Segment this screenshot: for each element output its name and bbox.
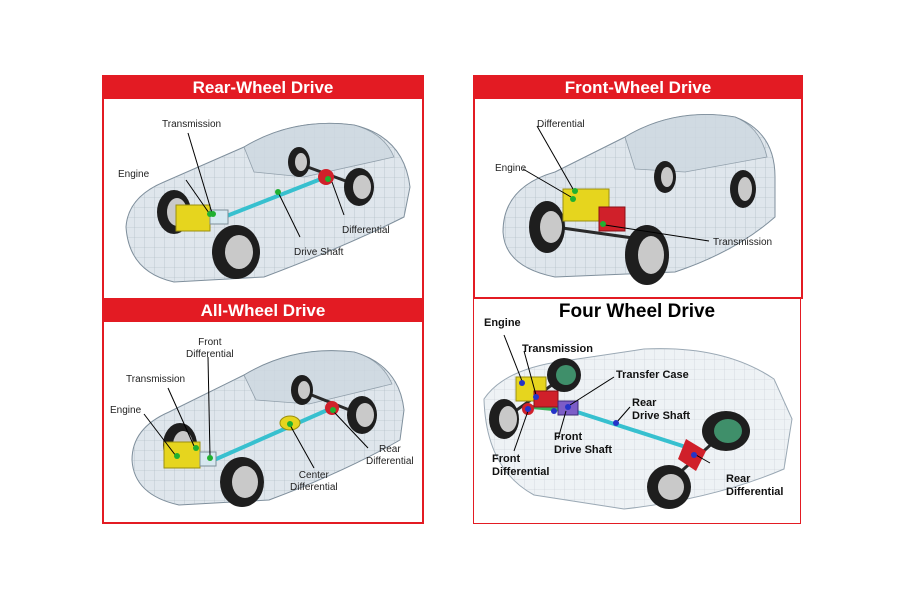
rwd-label-transmission: Transmission: [162, 119, 222, 130]
rwd-car-glass: [243, 122, 395, 178]
awd-label-engine: Engine: [110, 405, 142, 416]
fourwd-label-rear-differential: Rear Differential: [726, 473, 784, 498]
awd-wheel-rear-left: [291, 375, 313, 405]
all-wheel-drive-panel: All-Wheel Drive: [102, 298, 424, 524]
fourwd-label-transmission: Transmission: [522, 343, 593, 355]
rwd-label-differential: Differential: [342, 225, 390, 236]
front-wheel-drive-title: Front-Wheel Drive: [475, 77, 801, 99]
fourwd-label-front-differential: Front Differential: [492, 453, 550, 478]
four-wheel-drive-title: Four Wheel Drive: [558, 301, 716, 322]
four-wheel-drive-panel: Four Wheel Drive: [473, 298, 801, 524]
rwd-engine: [175, 204, 211, 232]
fwd-wheel-front-left: [529, 201, 565, 253]
awd-label-center-differential: Center Differential: [290, 470, 338, 493]
rear-wheel-drive-title: Rear-Wheel Drive: [104, 77, 422, 99]
fwd-wheel-rear-right: [730, 170, 756, 208]
rwd-label-engine: Engine: [118, 169, 150, 180]
fourwd-wheel-rear-left: [647, 465, 691, 509]
rwd-wheel-front-right: [212, 225, 260, 279]
awd-wheel-front-right: [220, 457, 264, 507]
awd-drive-shaft: [213, 406, 333, 462]
awd-wheel-rear-right: [347, 396, 377, 434]
awd-label-front-differential: Front Differential: [186, 337, 234, 360]
fourwd-label-rear-drive-shaft: Rear Drive Shaft: [632, 397, 691, 422]
rwd-label-drive-shaft: Drive Shaft: [294, 247, 344, 258]
fwd-wheel-front-right: [625, 225, 669, 285]
fwd-label-transmission: Transmission: [713, 237, 773, 248]
fwd-label-engine: Engine: [495, 163, 527, 174]
awd-car-illustration: [131, 350, 405, 507]
awd-label-rear-differential: Rear Differential: [366, 444, 414, 467]
rwd-drive-shaft: [223, 175, 327, 219]
fwd-label-differential: Differential: [537, 119, 585, 130]
fwd-wheel-rear-left: [654, 161, 676, 193]
front-wheel-drive-panel: Front-Wheel Drive: [473, 75, 803, 299]
fourwd-wheel-front-left: [489, 399, 519, 439]
fourwd-label-engine: Engine: [484, 317, 521, 329]
rear-wheel-drive-panel: Rear-Wheel Drive: [102, 75, 424, 301]
fourwd-car-illustration: [483, 334, 793, 510]
rwd-wheel-rear-left: [288, 147, 310, 177]
fourwd-wheel-front-right: [547, 358, 581, 392]
fourwd-rear-drive-shaft: [573, 409, 693, 451]
rwd-car-illustration: [125, 122, 411, 283]
awd-label-transmission: Transmission: [126, 374, 186, 385]
fwd-car-illustration: [502, 114, 776, 285]
fourwd-wheel-rear-right: [702, 411, 750, 451]
rwd-wheel-rear-right: [344, 168, 374, 206]
all-wheel-drive-title: All-Wheel Drive: [104, 300, 422, 322]
fourwd-label-transfer-case: Transfer Case: [616, 369, 689, 381]
fourwd-label-front-drive-shaft: Front Drive Shaft: [554, 431, 613, 456]
